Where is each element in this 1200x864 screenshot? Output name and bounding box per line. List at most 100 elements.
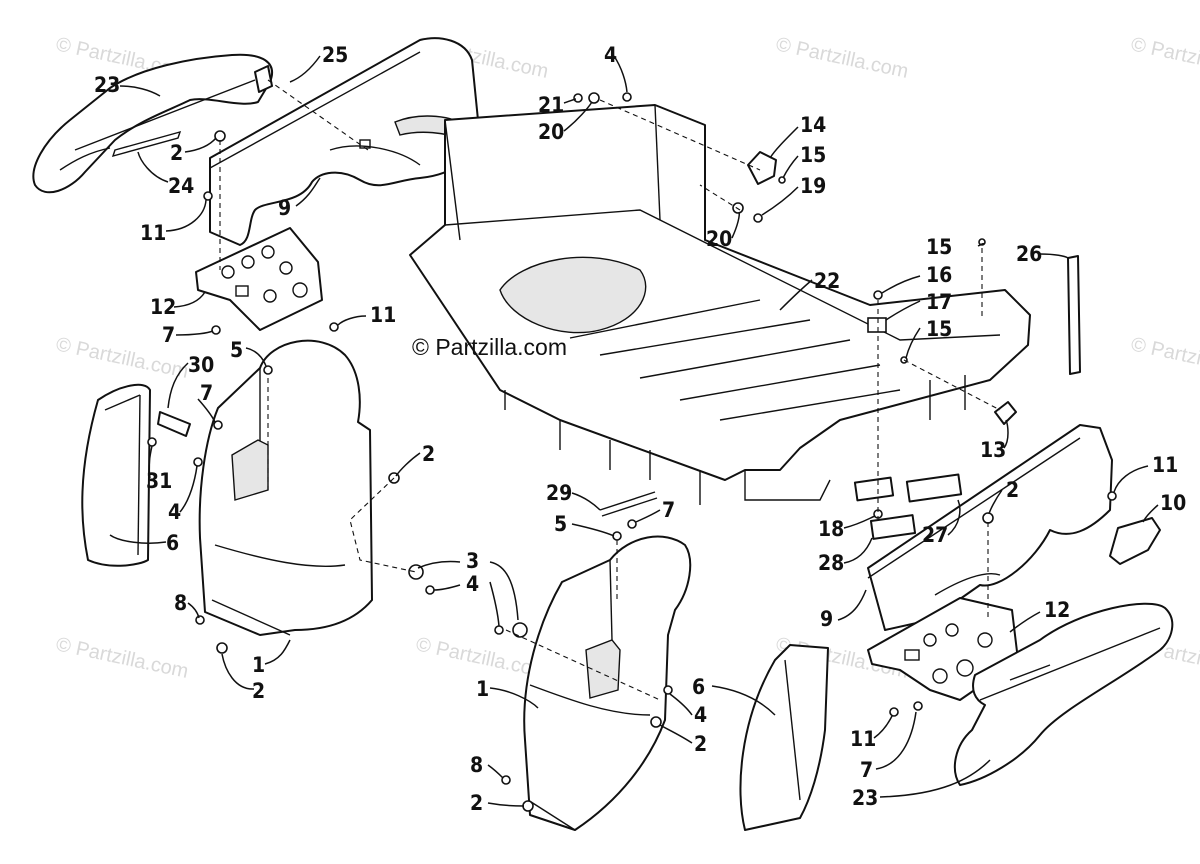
callout-20: 20 — [706, 227, 732, 251]
screw-7 — [913, 701, 923, 711]
leader-lines — [109, 55, 1159, 807]
callout-14: 14 — [800, 113, 826, 137]
clamp-3 — [408, 564, 424, 580]
callout-18: 18 — [818, 517, 844, 541]
watermark-text: © Partzilla.com — [1129, 33, 1200, 83]
part-9-side-panel-right — [867, 424, 1113, 631]
part-25-clip — [254, 65, 273, 93]
callout-4: 4 — [168, 500, 181, 524]
callout-labels: 23 25 24 2 11 9 12 7 11 5 30 7 31 4 6 2 … — [94, 43, 1186, 815]
washer-2 — [216, 642, 228, 654]
callout-2: 2 — [422, 442, 435, 466]
callout-30: 30 — [188, 353, 214, 377]
part-6-flap-left — [81, 383, 151, 567]
callout-20: 20 — [538, 120, 564, 144]
nut-11 — [889, 707, 899, 717]
callout-17: 17 — [926, 290, 952, 314]
screw-7 — [213, 420, 223, 430]
clamp-3 — [512, 622, 528, 638]
callout-15: 15 — [926, 317, 952, 341]
part-1-fender-left — [198, 339, 373, 636]
callout-8: 8 — [174, 591, 187, 615]
nut-4 — [193, 457, 203, 467]
callout-2: 2 — [470, 791, 483, 815]
callout-7: 7 — [200, 381, 213, 405]
callout-25: 25 — [322, 43, 348, 67]
callout-2: 2 — [252, 679, 265, 703]
part-6-flap-center — [739, 644, 829, 831]
part-drawings — [32, 37, 1174, 831]
callout-6: 6 — [166, 531, 179, 555]
part-12-bracket-left — [195, 227, 323, 331]
callout-24: 24 — [168, 174, 194, 198]
part-13-latch — [994, 401, 1017, 425]
callout-1: 1 — [476, 677, 489, 701]
callout-1: 1 — [252, 653, 265, 677]
callout-4: 4 — [466, 572, 479, 596]
callout-11: 11 — [370, 303, 396, 327]
part-23-rear-step-left — [32, 53, 273, 194]
callout-19: 19 — [800, 174, 826, 198]
callout-15: 15 — [800, 143, 826, 167]
washer-2 — [522, 800, 534, 812]
part-18-pad — [853, 476, 895, 502]
screw-5 — [263, 365, 273, 375]
callout-2: 2 — [1006, 478, 1019, 502]
screw-7 — [627, 519, 637, 529]
assembly-lines — [219, 79, 1001, 701]
callout-23: 23 — [94, 73, 120, 97]
copyright-label: © Partzilla.com — [412, 334, 567, 360]
callout-4: 4 — [604, 43, 617, 67]
part-14-latch — [747, 151, 777, 185]
nut-11 — [329, 322, 339, 332]
part-9-side-panel-left — [209, 37, 480, 246]
clip-8 — [195, 615, 205, 625]
part-29-rod — [599, 491, 658, 517]
washer-2 — [650, 716, 662, 728]
bolt-19 — [753, 213, 763, 223]
washer-2 — [982, 512, 994, 524]
callout-12: 12 — [150, 295, 176, 319]
part-26-strip — [1067, 255, 1081, 375]
watermark-text: © Partzilla.com — [54, 633, 190, 683]
callout-2: 2 — [694, 732, 707, 756]
callout-27: 27 — [922, 523, 948, 547]
screw-5 — [612, 531, 622, 541]
callout-6: 6 — [692, 675, 705, 699]
callout-15: 15 — [926, 235, 952, 259]
callout-7: 7 — [162, 323, 175, 347]
plate-17 — [867, 317, 887, 333]
callout-2: 2 — [170, 141, 183, 165]
washer-20 — [588, 92, 600, 104]
callout-23: 23 — [852, 786, 878, 810]
nut-11 — [1107, 491, 1117, 501]
callout-26: 26 — [1016, 242, 1042, 266]
pin-15 — [778, 176, 786, 184]
washer-2 — [214, 130, 226, 142]
callout-21: 21 — [538, 93, 564, 117]
callout-8: 8 — [470, 753, 483, 777]
callout-12: 12 — [1044, 598, 1070, 622]
callout-5: 5 — [554, 512, 567, 536]
callout-9: 9 — [820, 607, 833, 631]
part-28-bumper — [869, 514, 917, 540]
callout-11: 11 — [140, 221, 166, 245]
part-1-fender-center — [523, 535, 692, 831]
screw-21 — [573, 93, 583, 103]
fasteners — [147, 92, 1117, 812]
nut-31 — [147, 437, 157, 447]
nut-4 — [425, 585, 435, 595]
part-30-bracket — [157, 411, 191, 437]
part-23-rear-step-right — [953, 602, 1174, 786]
callout-10: 10 — [1160, 491, 1186, 515]
nut-11 — [203, 191, 213, 201]
callout-7: 7 — [662, 498, 675, 522]
callout-3: 3 — [466, 549, 479, 573]
callout-11: 11 — [850, 727, 876, 751]
callout-22: 22 — [814, 269, 840, 293]
nut-4 — [494, 625, 504, 635]
rivet-16 — [873, 290, 883, 300]
callout-16: 16 — [926, 263, 952, 287]
